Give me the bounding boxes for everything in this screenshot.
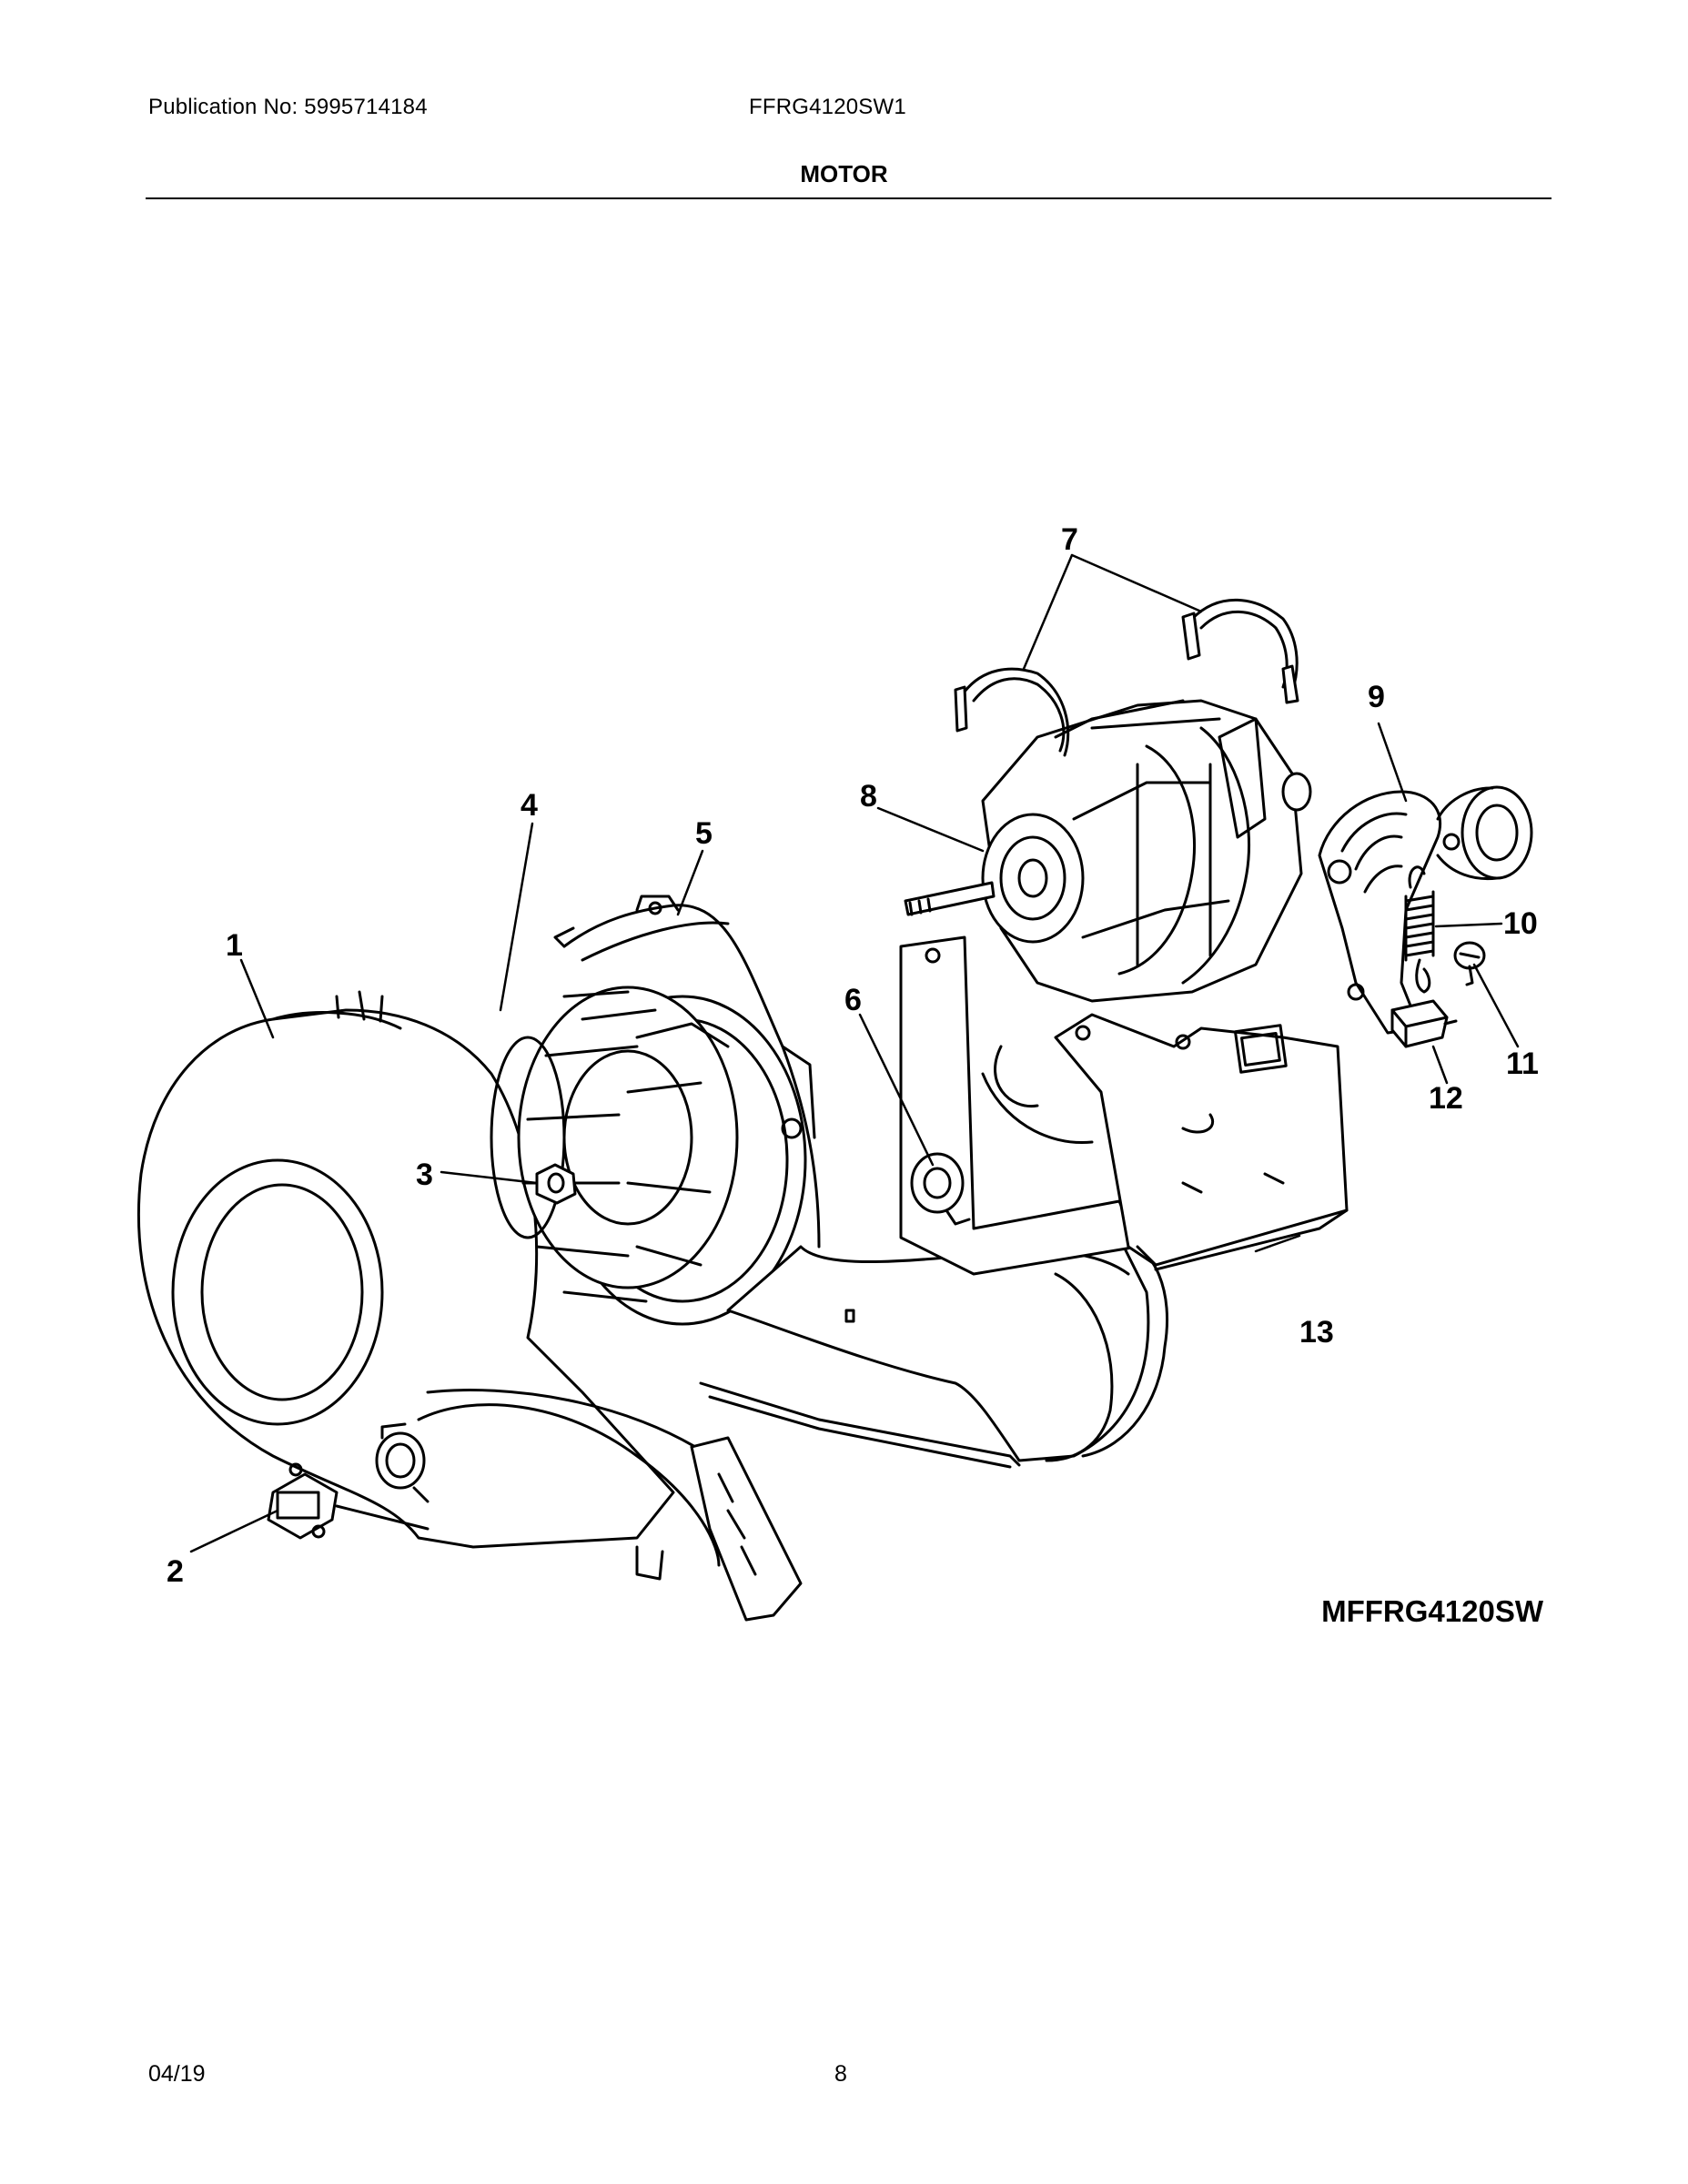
callout-9: 9 xyxy=(1368,680,1385,714)
duct xyxy=(699,1236,1169,1469)
leader-lines xyxy=(189,553,1520,1553)
callout-4: 4 xyxy=(521,788,538,823)
callout-3: 3 xyxy=(416,1158,433,1192)
callout-7: 7 xyxy=(1061,522,1078,557)
blower-cover xyxy=(553,895,821,1249)
section-title: MOTOR xyxy=(800,160,888,187)
callout-2: 2 xyxy=(167,1554,184,1589)
callout-12: 12 xyxy=(1429,1081,1463,1116)
screw xyxy=(1453,941,1486,986)
page-number: 8 xyxy=(834,2061,847,2087)
blower-wheel xyxy=(490,986,807,1326)
callout-5: 5 xyxy=(695,816,713,851)
callout-6: 6 xyxy=(844,983,862,1017)
grommet xyxy=(375,1422,430,1503)
callout-13: 13 xyxy=(1299,1315,1334,1350)
blower-housing xyxy=(136,990,721,1567)
model-number: FFRG4120SW1 xyxy=(749,95,906,119)
drive-motor xyxy=(904,699,1312,1003)
footer-date: 04/19 xyxy=(148,2061,206,2087)
publication-number: Publication No: 5995714184 xyxy=(148,95,428,119)
header-rule xyxy=(146,197,1552,199)
callout-11: 11 xyxy=(1506,1046,1539,1081)
diagram-code: MFFRG4120SW xyxy=(1321,1594,1543,1628)
thermal-fuse xyxy=(267,1462,430,1540)
idler-arm xyxy=(1318,785,1533,1035)
housing-bracket xyxy=(635,1436,803,1622)
hub-nut xyxy=(535,1163,577,1205)
callout-1: 1 xyxy=(226,928,243,963)
callout-8: 8 xyxy=(860,779,877,814)
motor-clamps xyxy=(954,598,1299,757)
motor-switch xyxy=(1390,999,1458,1048)
idler-spring xyxy=(1404,865,1435,994)
callout-10: 10 xyxy=(1503,906,1538,941)
idler-pulley xyxy=(910,1152,971,1226)
